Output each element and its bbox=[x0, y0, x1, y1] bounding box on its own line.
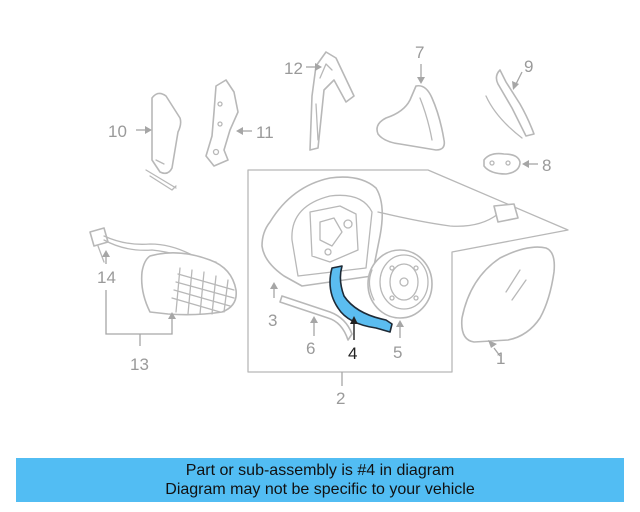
leader-1 bbox=[493, 347, 501, 357]
callout-14: 14 bbox=[97, 268, 116, 287]
arrow-7 bbox=[417, 77, 425, 84]
arrow-11 bbox=[236, 127, 243, 135]
callout-11: 11 bbox=[256, 123, 274, 142]
arrow-8 bbox=[522, 160, 529, 168]
callout-8: 8 bbox=[542, 156, 551, 175]
part-7-shape bbox=[376, 84, 446, 151]
arrow-10 bbox=[145, 126, 152, 134]
arrow-12 bbox=[315, 63, 322, 71]
part-8-shape bbox=[483, 152, 521, 175]
arrow-13 bbox=[168, 312, 176, 319]
mirror-housing-shape bbox=[261, 176, 384, 287]
callout-1: 1 bbox=[496, 349, 505, 368]
callout-12: 12 bbox=[284, 59, 303, 78]
cable-connector bbox=[493, 203, 519, 223]
part-10-shape bbox=[145, 92, 182, 191]
arrow-3 bbox=[270, 282, 278, 289]
callout-4: 4 bbox=[348, 344, 357, 363]
callout-6: 6 bbox=[306, 339, 315, 358]
callout-9: 9 bbox=[524, 57, 533, 76]
part-11-shape bbox=[205, 79, 239, 167]
arrow-6 bbox=[310, 316, 318, 323]
mirror-cable bbox=[377, 211, 499, 227]
callout-3: 3 bbox=[268, 311, 277, 330]
part-1-shape bbox=[460, 246, 556, 343]
callout-5: 5 bbox=[393, 343, 402, 362]
callout-7: 7 bbox=[415, 43, 424, 62]
arrow-14 bbox=[102, 250, 110, 257]
leader-9 bbox=[515, 71, 523, 85]
banner-line-1: Part or sub-assembly is #4 in diagram bbox=[185, 462, 455, 479]
part-9-shape bbox=[485, 69, 535, 139]
banner-line-2: Diagram may not be specific to your vehi… bbox=[165, 481, 475, 498]
part-6-shape bbox=[279, 295, 353, 341]
assembly-box bbox=[247, 169, 569, 373]
arrow-1 bbox=[488, 340, 497, 348]
part-13-shape bbox=[140, 252, 238, 316]
arrow-9 bbox=[512, 81, 519, 90]
part-12-shape bbox=[309, 51, 355, 151]
parts-diagram: 10 11 12 7 9 8 2 bbox=[89, 43, 569, 408]
callout-10: 10 bbox=[108, 122, 127, 141]
callout-13: 13 bbox=[130, 355, 149, 374]
leader-13 bbox=[105, 290, 173, 346]
arrow-5 bbox=[396, 320, 404, 327]
callout-2: 2 bbox=[336, 389, 345, 408]
part-4-highlight bbox=[329, 265, 393, 333]
part-5-shape bbox=[367, 249, 433, 319]
arrow-4 bbox=[350, 316, 358, 324]
info-banner: Part or sub-assembly is #4 in diagram Di… bbox=[16, 458, 624, 502]
